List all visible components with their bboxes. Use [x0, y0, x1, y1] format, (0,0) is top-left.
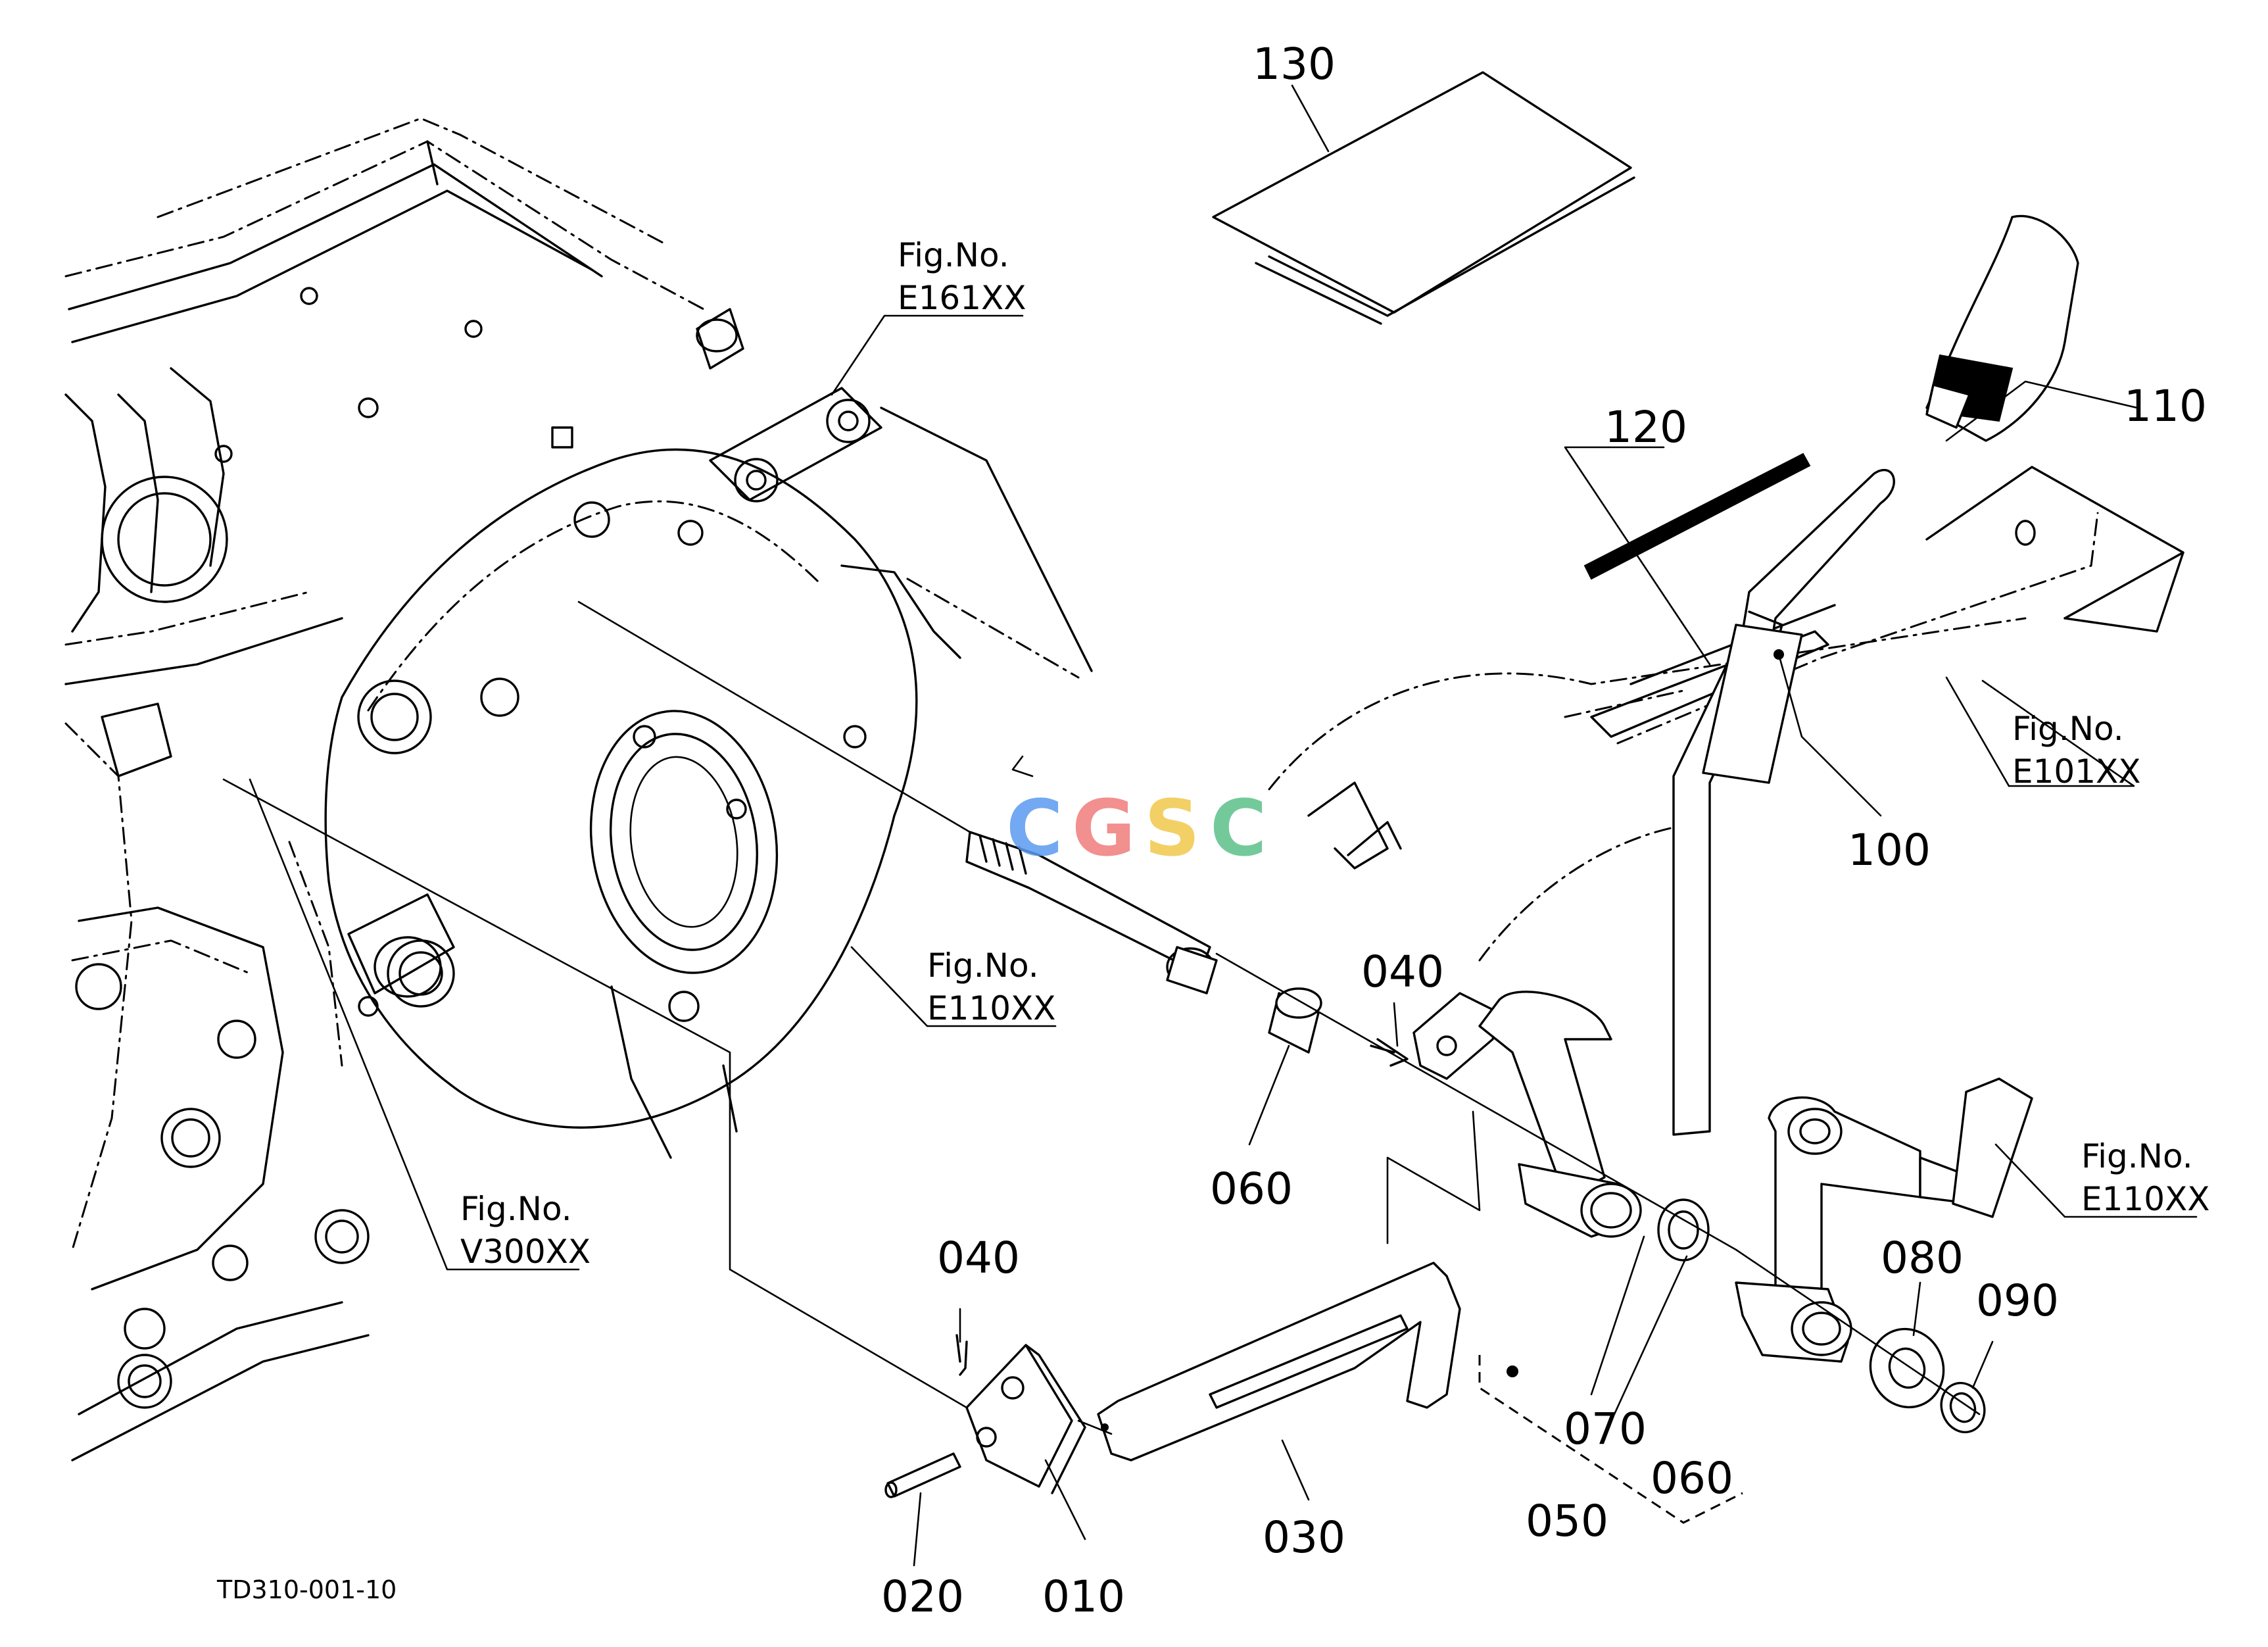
- part-040-split-pin: [955, 1038, 1409, 1376]
- fig-ref-e161-caption: Fig.No.: [898, 236, 1009, 274]
- figure-references: Fig.No. E161XX Fig.No. E101XX Fig.No. E1…: [460, 236, 2210, 1271]
- callout-040-lower: 040: [937, 1233, 1020, 1283]
- callout-020: 020: [881, 1571, 964, 1622]
- callout-050: 050: [1526, 1496, 1608, 1546]
- watermark-letter-c1: C: [1006, 783, 1063, 873]
- watermark-letter-s: S: [1144, 783, 1200, 873]
- part-020-pin: [884, 1452, 961, 1498]
- part-030-pedal: [1097, 1262, 1461, 1462]
- fig-ref-e110-right-caption: Fig.No.: [2081, 1137, 2193, 1175]
- figure-ref-leaders: [249, 314, 2198, 1271]
- cgsc-watermark: C G S C: [1006, 783, 1267, 873]
- part-080-washer: [1869, 1327, 1945, 1409]
- right-shaft-arm: [1735, 1077, 2033, 1363]
- callout-040-upper: 040: [1361, 946, 1444, 997]
- part-010-bracket: [965, 1344, 1086, 1494]
- part-100-lever: [1672, 468, 1895, 1136]
- callout-080: 080: [1881, 1233, 1964, 1283]
- fig-ref-e101-caption: Fig.No.: [2012, 710, 2124, 748]
- fig-ref-e110-right-code: E110XX: [2081, 1180, 2210, 1218]
- part-090-circlip: [1940, 1381, 1986, 1434]
- part-070-washer: [1657, 1198, 1710, 1262]
- part-110-lever-grip: [1925, 214, 2079, 442]
- watermark-letter-g: G: [1072, 783, 1136, 873]
- fig-ref-v300-caption: Fig.No.: [460, 1190, 572, 1228]
- fig-ref-e110-mid-code: E110XX: [927, 989, 1056, 1027]
- callout-030: 030: [1263, 1512, 1345, 1563]
- callout-labels: 130 120 110 100 040 060 040 020 010 030 …: [881, 39, 2207, 1622]
- transmission-housing: [64, 117, 1093, 1462]
- callout-090: 090: [1976, 1275, 2059, 1326]
- callout-100: 100: [1848, 825, 1931, 875]
- drawing-code: TD310-001-10: [216, 1575, 397, 1604]
- fig-ref-e110-mid-caption: Fig.No.: [927, 946, 1039, 985]
- fig-ref-v300-code: V300XX: [460, 1233, 591, 1271]
- callout-060-lower: 060: [1651, 1453, 1733, 1504]
- fender-outline: [1268, 466, 2184, 962]
- part-130-manual-booklet: [1212, 71, 1635, 325]
- fig-ref-e161-code: E161XX: [898, 279, 1026, 317]
- callout-130: 130: [1253, 39, 1336, 89]
- callout-120: 120: [1604, 402, 1687, 453]
- callout-010: 010: [1042, 1571, 1125, 1622]
- leader-lines: [913, 84, 2138, 1567]
- part-120-decal-strip: [1583, 453, 1811, 580]
- callout-070: 070: [1564, 1404, 1647, 1454]
- shaft-assembly: [965, 831, 1218, 995]
- callout-060-upper: 060: [1210, 1164, 1293, 1214]
- assembly-centerlines: [222, 601, 1981, 1435]
- callout-110: 110: [2124, 381, 2207, 431]
- part-050-pedal-arm: [1386, 991, 1642, 1244]
- fig-ref-e101-code: E101XX: [2012, 752, 2141, 791]
- part-060-bushing: [1268, 987, 1322, 1054]
- watermark-letter-c2: C: [1210, 783, 1267, 873]
